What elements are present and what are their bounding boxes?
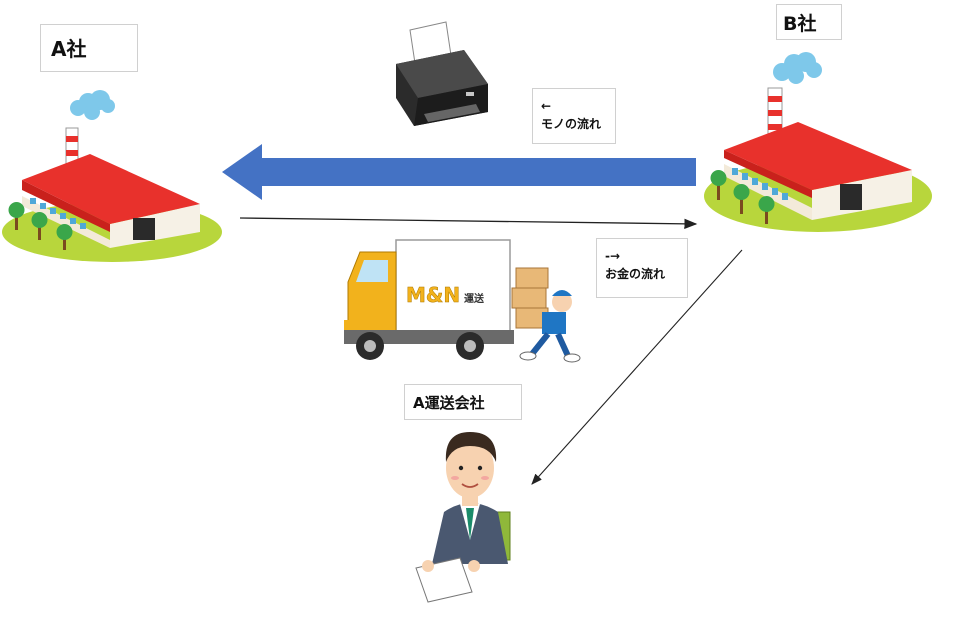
delivery-worker-icon	[511, 267, 581, 363]
goods-flow-arrow-glyph: ←	[541, 99, 552, 113]
factory-a-icon	[2, 90, 222, 262]
company-a-text: A社	[51, 37, 87, 61]
transport-company-label: A運送会社	[404, 384, 522, 420]
truck-logo-suffix: 運送	[464, 292, 485, 305]
printer-icon	[396, 21, 488, 126]
company-b-label: B社	[776, 4, 842, 40]
businessman-icon	[415, 432, 511, 603]
money-flow-text: お金の流れ	[605, 267, 666, 281]
truck-logo: M&N	[406, 283, 460, 307]
transport-company-text: A運送会社	[413, 394, 485, 412]
money-flow-arrow	[239, 217, 698, 230]
company-a-label: A社	[40, 24, 138, 72]
diagonal-arrow	[531, 249, 743, 485]
money-flow-label: -→ お金の流れ	[596, 238, 688, 298]
company-b-text: B社	[783, 13, 817, 35]
truck-icon	[344, 239, 514, 360]
goods-flow-arrow	[222, 144, 696, 200]
goods-flow-label: ← モノの流れ	[532, 88, 616, 144]
factory-b-icon	[704, 52, 932, 232]
money-flow-arrow-glyph: -→	[605, 249, 621, 263]
goods-flow-text: モノの流れ	[541, 117, 602, 131]
